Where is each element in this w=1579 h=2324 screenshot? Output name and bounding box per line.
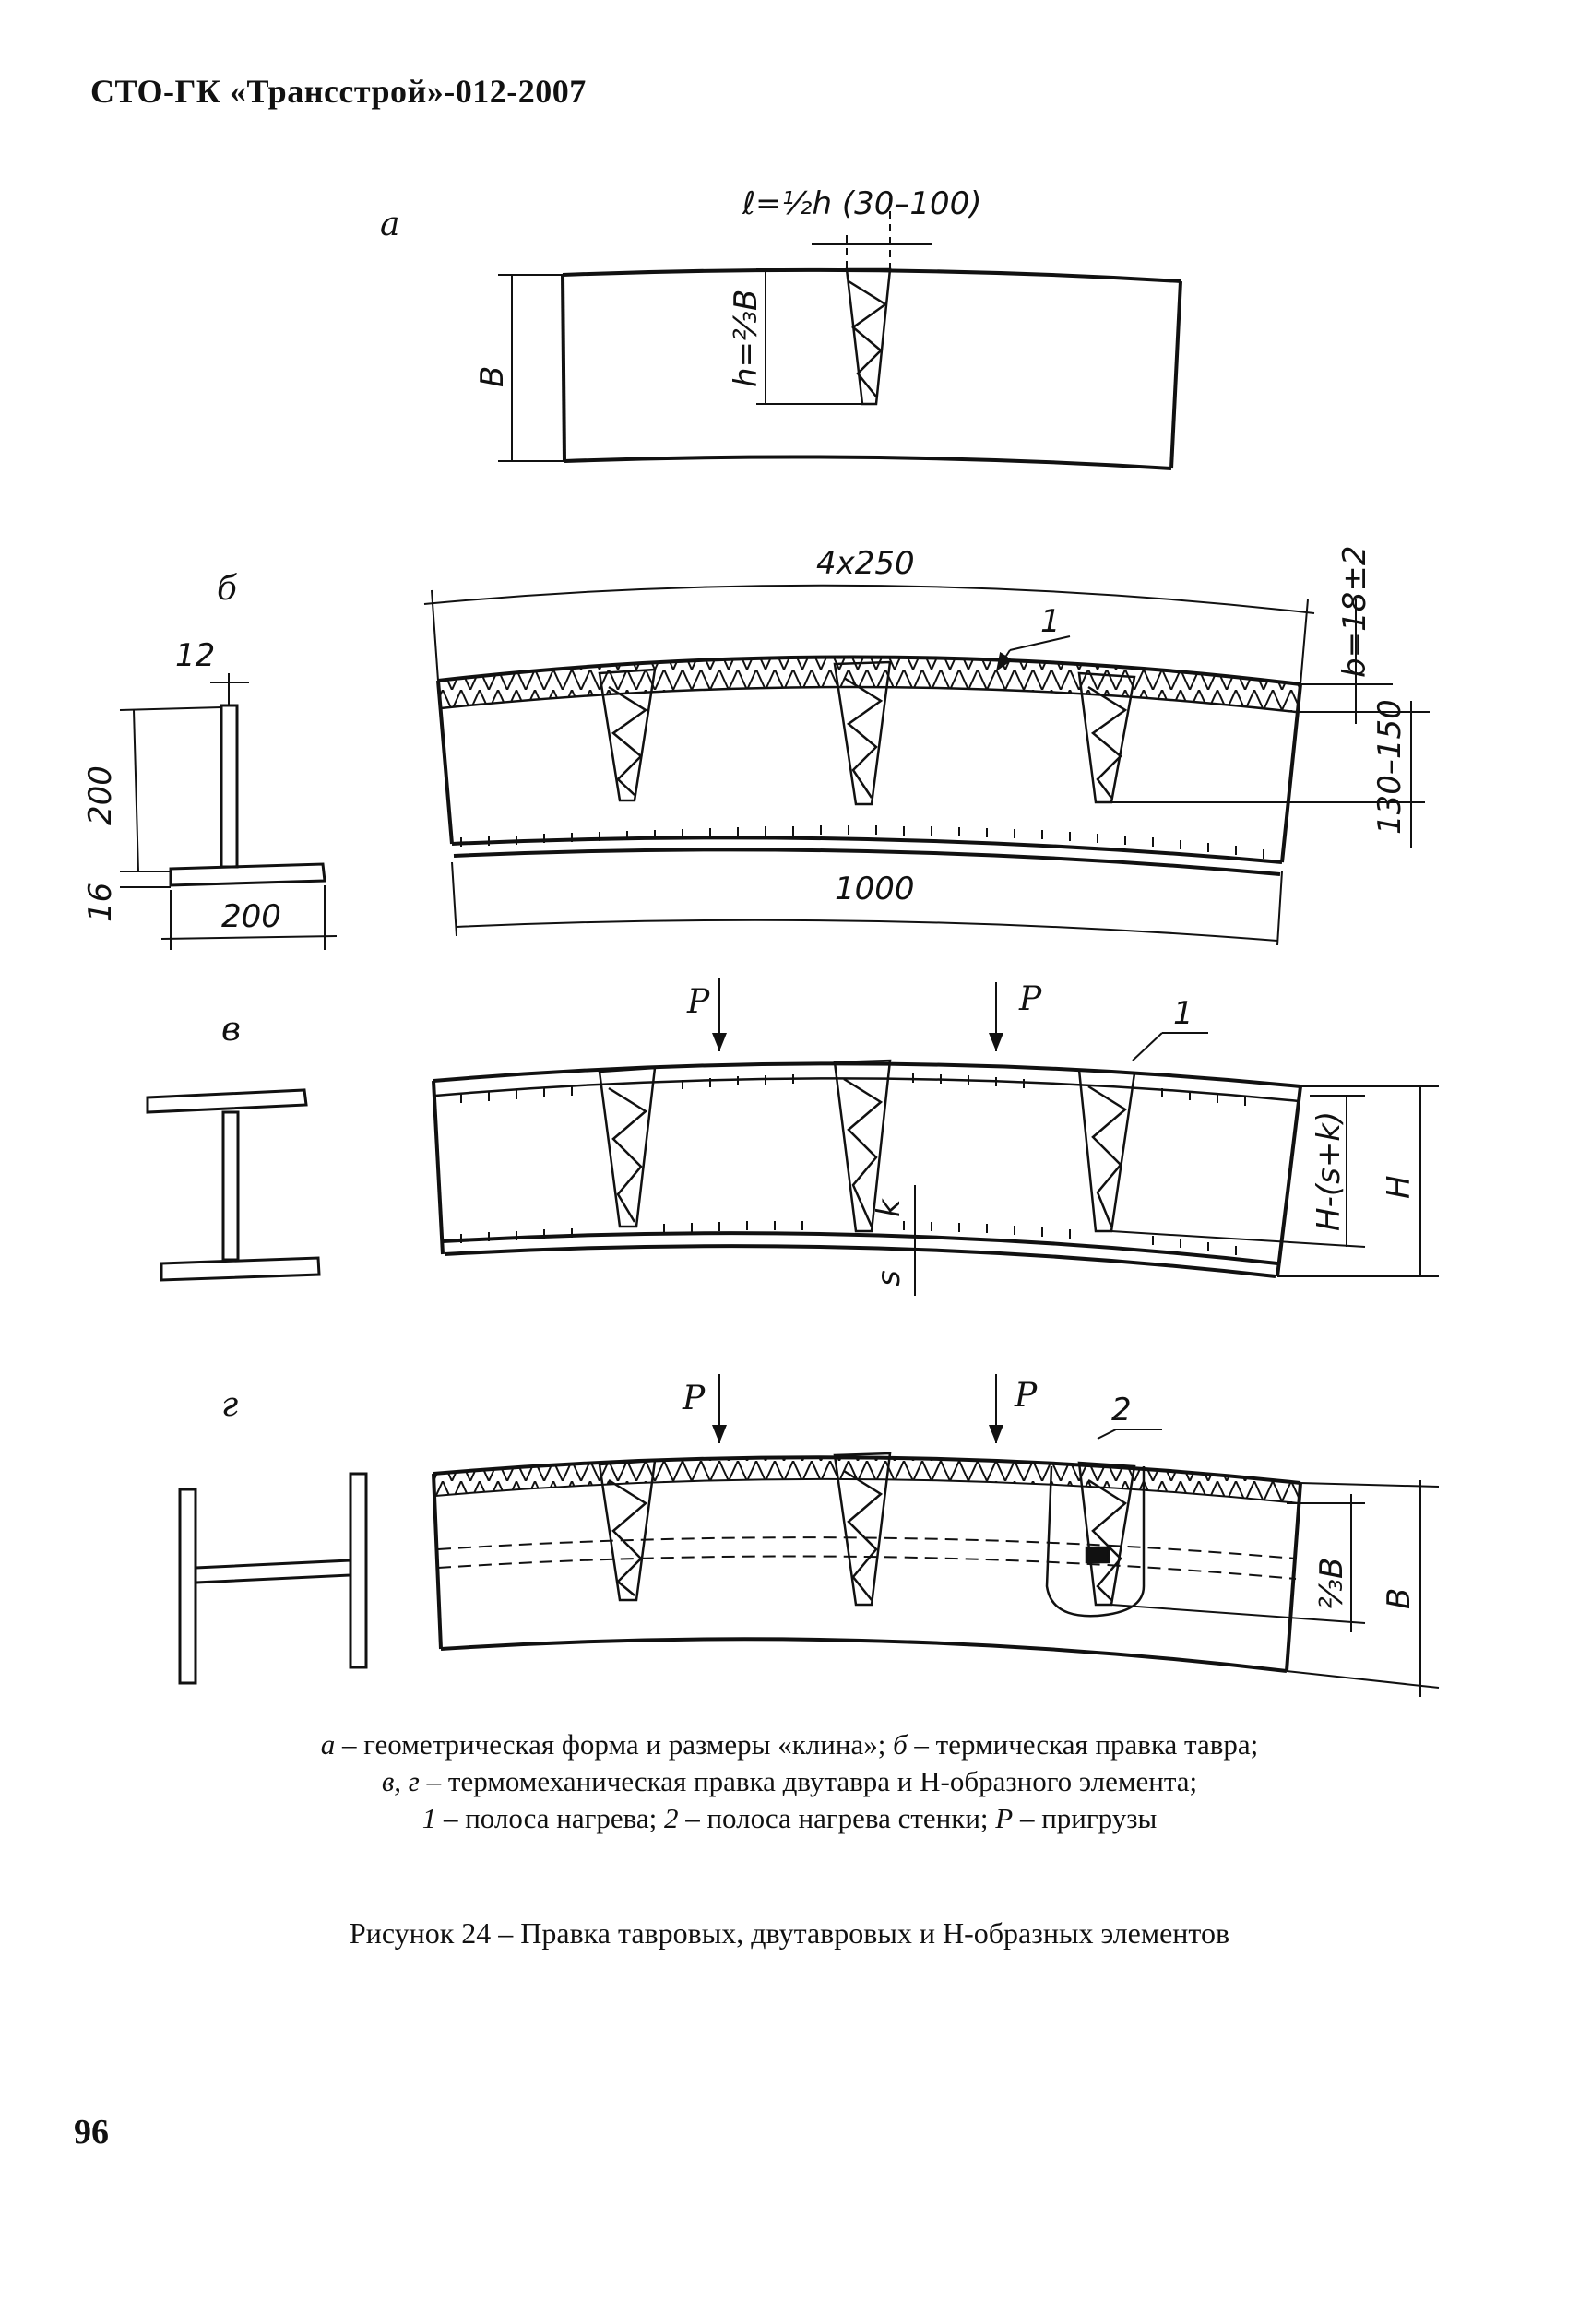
panel-a-wedge — [845, 267, 892, 406]
panel-v-wedges — [598, 1059, 1136, 1233]
panel-a-wedge-height-label: h=⅔B — [728, 290, 765, 387]
legend-line-1: а – геометрическая форма и размеры «клин… — [320, 1728, 1259, 1761]
panel-a-plate — [561, 267, 1182, 470]
panel-v-beam — [432, 1061, 1302, 1278]
panel-b-tee-section — [119, 673, 338, 950]
panel-v-dim-inner: H-(s+k) — [1311, 1111, 1347, 1231]
panel-g-heating-strip — [433, 1457, 1300, 1503]
panel-v-dimensions — [712, 978, 1439, 1296]
figure-legend: а – геометрическая форма и размеры «клин… — [0, 1726, 1579, 1837]
panel-label-g: г — [221, 1386, 238, 1424]
panel-g-dim-inner: ⅔B — [1313, 1558, 1350, 1609]
panel-b-wedge-depth-label: 130–150 — [1371, 699, 1408, 835]
panel-b-flange-width-label: 200 — [221, 898, 281, 935]
legend-line-3: 1 – полоса нагрева; 2 – полоса нагрева с… — [421, 1802, 1158, 1834]
panel-b-heating-strip — [438, 657, 1300, 712]
panel-g-load-left: P — [682, 1380, 706, 1417]
legend-line-2: в, г – термомеханическая правка двутавра… — [381, 1765, 1198, 1797]
panel-v-load-right: P — [1018, 980, 1042, 1018]
panel-b-top-length-label: 4x250 — [816, 545, 915, 582]
panel-a-wedge-width-label: ℓ=½h (30–100) — [742, 185, 982, 222]
panel-v-dim-total: H — [1381, 1175, 1418, 1199]
panel-g-callout-2: 2 — [1111, 1392, 1132, 1429]
panel-g-load-right: P — [1014, 1377, 1038, 1415]
panel-b-section-height-label: 200 — [82, 765, 119, 825]
panel-g-center-line — [437, 1536, 1297, 1580]
panel-label-a: а — [380, 206, 399, 243]
panel-b-strip-width-label: b=18±2 — [1336, 546, 1373, 678]
panel-v-dim-s: s — [871, 1270, 908, 1286]
panel-g-dimensions — [712, 1374, 1440, 1697]
panel-b-wedges — [598, 660, 1136, 806]
panel-b-web-thk-label: 12 — [175, 637, 215, 674]
panel-v-callout-1: 1 — [1173, 995, 1193, 1032]
panel-label-b: б — [217, 570, 238, 608]
panel-a-dimensions — [498, 198, 932, 462]
panel-v-load-left: P — [686, 983, 710, 1021]
page-number: 96 — [74, 2113, 109, 2152]
panel-g-wedges — [598, 1452, 1146, 1618]
panel-v-ticks — [460, 1073, 1246, 1255]
panel-b-flange-thk-label: 16 — [82, 883, 119, 922]
panel-a-height-label: B — [474, 366, 511, 387]
panel-label-v: в — [221, 1011, 241, 1049]
panel-v-i-section — [146, 1088, 321, 1282]
panel-v-dim-k: k — [871, 1198, 908, 1217]
panel-b-callout-1: 1 — [1040, 603, 1061, 640]
panel-b-ticks — [460, 825, 1264, 859]
panel-b-bottom-length-label: 1000 — [835, 871, 915, 907]
figure-title: Рисунок 24 – Правка тавровых, двутавровы… — [349, 1916, 1230, 1950]
panel-g-dim-total: B — [1381, 1588, 1418, 1609]
panel-b-dimensions — [423, 584, 1430, 946]
panel-g-h-section — [178, 1472, 368, 1685]
document-header: СТО-ГК «Трансстрой»-012-2007 — [90, 73, 587, 110]
